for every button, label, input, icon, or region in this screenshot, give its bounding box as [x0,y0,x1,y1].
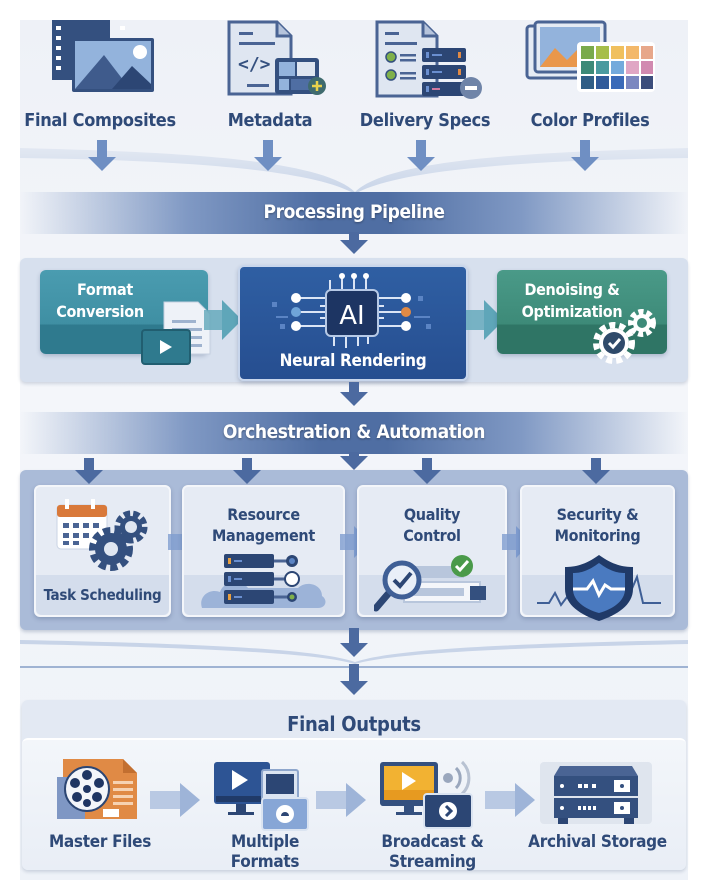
arrow-right-to-multiple-formats [150,783,200,817]
arrow-down-color-profiles [571,140,599,172]
storage-server-icon [554,766,638,824]
input-label-color-profiles: Color Profiles [530,110,650,131]
arrow-down-to-orchestration [340,382,368,408]
arrow-down-metadata [254,140,282,172]
format-conversion-label-line1: Format [77,280,133,299]
input-label-metadata: Metadata [227,110,313,131]
security-label-line1: Security & [556,505,639,524]
magnifier-check-icon [374,555,486,612]
shield-pulse-icon [537,555,661,621]
resource-management-label-line1: Resource [227,505,300,524]
final-outputs-title: Final Outputs [287,712,421,736]
security-label-line2: Monitoring [554,526,641,545]
calendar-gear-icon [56,499,148,571]
arrow-down-to-orchestration-panel [340,452,368,472]
monitor-devices-icon [214,762,309,831]
format-conversion-label-line2: Conversion [56,302,144,321]
ai-chip-text: AI [339,301,364,331]
color-palette-icon [525,20,655,92]
processing-pipeline-band: Processing Pipeline [20,192,688,234]
processing-pipeline-title: Processing Pipeline [263,201,445,223]
task-scheduling-footer [36,575,169,615]
arrow-down-resource-management [233,458,261,486]
arrow-down-quality-control [413,458,441,486]
denoising-label-line1: Denoising & [524,280,620,299]
arrow-down-delivery-specs [407,140,435,172]
ai-chip-icon: AI [272,273,431,348]
arrow-right-to-broadcast [316,783,366,817]
neural-rendering-label: Neural Rendering [279,351,427,371]
output-label-broadcast-streaming: Broadcast & Streaming [381,832,484,872]
film-image-icon [52,20,154,92]
arrow-down-from-orchestration [340,628,368,658]
arrow-down-final-composites [88,140,116,172]
arrow-down-to-final-outputs [340,664,368,696]
file-conversion-icon [141,301,211,365]
orchestration-band: Orchestration & Automation [20,412,688,454]
denoising-label-line2: Optimization [521,302,623,321]
broadcast-monitor-icon [380,760,473,829]
svg-text:</>: </> [238,54,271,75]
arrow-right-to-neural-rendering [204,300,242,340]
arrow-down-to-processing [340,232,368,256]
gear-check-icon [593,309,656,364]
task-scheduling-label: Task Scheduling [43,586,162,604]
checklist-server-icon [375,20,482,99]
output-label-multiple-formats: Multiple Formats [230,832,300,872]
arrow-right-to-denoising [466,300,504,340]
output-label-master-files: Master Files [48,832,151,852]
input-funnel-connector [20,148,688,194]
code-document-icon: </> [227,20,326,96]
server-cloud-icon [201,554,326,608]
resource-management-label-line2: Management [212,526,315,545]
input-label-final-composites: Final Composites [24,110,176,131]
orchestration-title: Orchestration & Automation [222,421,486,443]
arrow-right-to-archival [485,783,535,817]
arrow-down-security-monitoring [582,458,610,486]
input-label-delivery-specs: Delivery Specs [359,110,491,131]
output-label-archival-storage: Archival Storage [528,832,667,852]
film-reel-file-icon [57,759,137,819]
quality-control-label-line2: Control [403,526,461,545]
arrow-down-task-scheduling [75,458,103,486]
quality-control-label-line1: Quality [403,505,461,524]
